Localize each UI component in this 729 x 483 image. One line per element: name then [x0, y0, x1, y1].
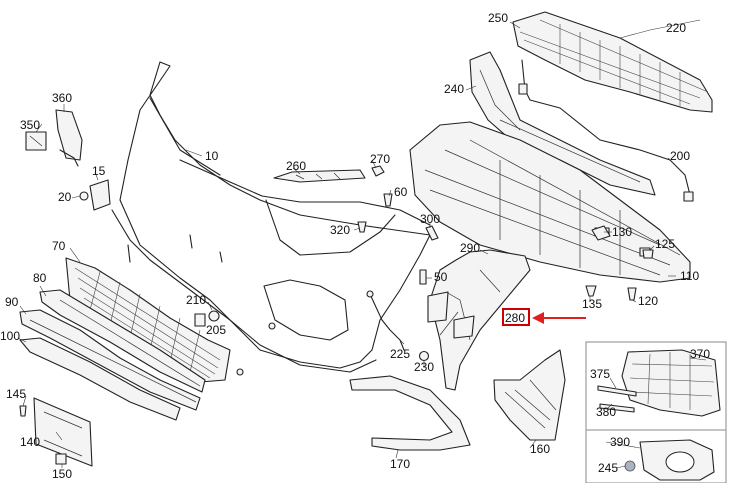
callout-350: 350	[20, 118, 40, 132]
fastener-120	[627, 287, 637, 301]
lower-trim-170-part	[349, 375, 471, 451]
callout-270: 270	[370, 152, 390, 166]
inset-box-fog-ring	[585, 429, 727, 483]
red-arrow-head	[532, 312, 544, 324]
callout-160: 160	[530, 442, 550, 456]
strip-90-part	[19, 309, 201, 411]
callout-10: 10	[205, 149, 219, 163]
callout-120: 120	[638, 294, 658, 308]
callout-15: 15	[92, 164, 106, 178]
clip-20-part	[79, 191, 89, 201]
callout-225: 225	[390, 347, 410, 361]
callout-80: 80	[33, 271, 47, 285]
clip-130-part	[591, 225, 611, 241]
bolt-50-part	[419, 269, 427, 285]
sensor-350-part	[25, 131, 47, 151]
callout-280: 280	[505, 311, 525, 325]
screw-60-part	[383, 193, 393, 207]
callout-380: 380	[596, 405, 616, 419]
callout-230: 230	[414, 360, 434, 374]
clip-320-part	[357, 221, 367, 233]
clip-300-part	[425, 225, 439, 241]
callout-140: 140	[20, 435, 40, 449]
strip-80-part	[39, 289, 206, 393]
callout-205: 205	[206, 323, 226, 337]
leader-lines	[17, 21, 707, 469]
bumper-cover-part	[111, 61, 431, 376]
upper-crossmember-part	[512, 11, 713, 113]
callout-220: 220	[666, 21, 686, 35]
callout-50: 50	[434, 270, 448, 284]
fastener-135	[585, 285, 597, 297]
license-plate-140-part	[33, 397, 93, 467]
bracket-360-part	[55, 109, 83, 167]
callout-135: 135	[582, 297, 602, 311]
callout-70: 70	[52, 239, 66, 253]
clip-270-part	[371, 165, 385, 177]
callout-250: 250	[488, 11, 508, 25]
highlight-box	[502, 308, 530, 326]
callout-245: 245	[598, 461, 618, 475]
callout-labels: 250 220 240 360 350 10 15 20 260 270 60 …	[0, 11, 710, 481]
strip-100-part	[19, 337, 181, 421]
callout-240: 240	[444, 82, 464, 96]
cap-210-part	[208, 310, 220, 322]
cover-15-part	[89, 179, 111, 211]
screw-145-part	[19, 405, 27, 417]
callout-300: 300	[420, 212, 440, 226]
trim-strip-260-part	[273, 169, 366, 183]
bracket-240-part	[469, 51, 656, 196]
wire-225-part	[366, 290, 405, 351]
callout-150: 150	[52, 467, 72, 481]
callout-290: 290	[460, 241, 480, 255]
callout-200: 200	[670, 149, 690, 163]
callout-125: 125	[655, 237, 675, 251]
callout-360: 360	[52, 91, 72, 105]
callout-260: 260	[286, 159, 306, 173]
side-bracket-290-part	[427, 249, 531, 391]
callout-370: 370	[690, 347, 710, 361]
bracket-205-part	[194, 313, 206, 327]
callout-375: 375	[590, 367, 610, 381]
callout-100: 100	[0, 329, 20, 343]
callout-20: 20	[58, 190, 72, 204]
callout-145: 145	[6, 387, 26, 401]
callout-320: 320	[330, 223, 350, 237]
callout-210: 210	[186, 293, 206, 307]
clip-125-part	[642, 249, 654, 259]
callout-130: 130	[612, 225, 632, 239]
highlight-280: 280	[502, 308, 586, 326]
callout-390: 390	[610, 435, 630, 449]
callout-170: 170	[390, 457, 410, 471]
callout-90: 90	[5, 295, 19, 309]
callout-110: 110	[680, 269, 699, 283]
callout-60: 60	[394, 185, 408, 199]
bracket-160-part	[493, 349, 566, 441]
